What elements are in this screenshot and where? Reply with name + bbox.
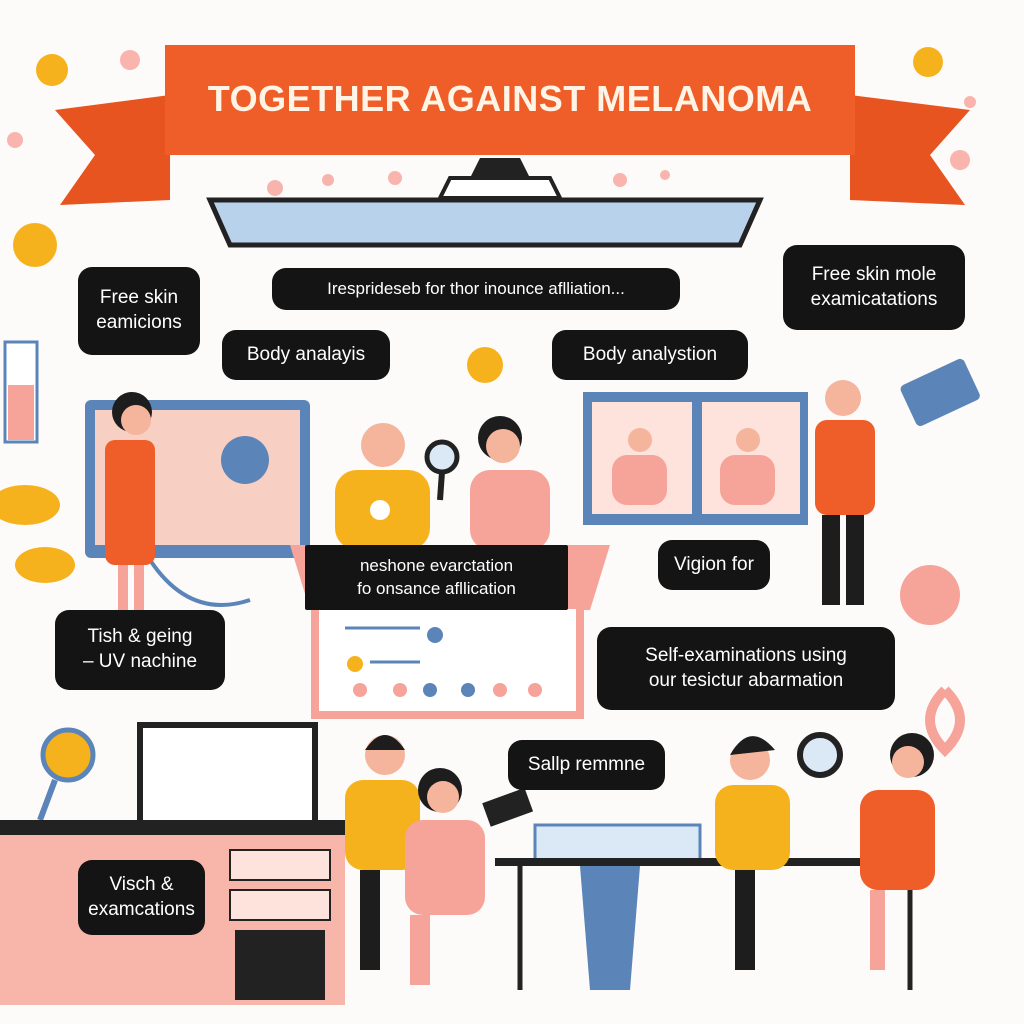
man-figure: [335, 423, 430, 550]
bubble-top-center: Iresprideseb for thor inounce aflliation…: [272, 268, 680, 310]
lamp-bar: [206, 158, 764, 248]
bubble-free-skin-right: Free skin mole examicatations: [783, 245, 965, 330]
bubble-text: fo onsance afllication: [357, 578, 516, 598]
man-right-figure: [815, 380, 875, 605]
bubble-body-analysis-right: Body analystion: [552, 330, 748, 380]
bubble-text: Tish & geing: [87, 626, 193, 648]
banner-title: TOGETHER AGAINST MELANOMA: [207, 78, 813, 119]
bubble-uv: Tish & geing – UV nachine: [55, 610, 225, 690]
bubble-text: our tesictur abarmation: [648, 669, 844, 691]
bubble-text: examcations: [88, 898, 195, 920]
table-right: [495, 732, 935, 990]
bubble-text: Free skin mole: [811, 263, 937, 285]
bubble-text: eamicions: [96, 312, 182, 333]
bubble-text: Visch &: [109, 873, 174, 895]
bubble-visch: Visch & examcations: [78, 860, 205, 935]
right-screen: [583, 392, 808, 525]
bubble-text: neshone evarctation: [359, 556, 514, 576]
bubble-text: Free skin: [99, 287, 179, 309]
bubble-text: examicatations: [810, 288, 938, 310]
bubble-vision: Vigion for: [658, 540, 770, 590]
banner-ribbon: [55, 45, 970, 205]
bubble-text: Self-examinations using: [645, 644, 847, 666]
bubble-sallp: Sallp remmne: [508, 740, 665, 790]
bubble-text: – UV nachine: [82, 651, 198, 672]
woman-figure: [105, 392, 155, 620]
sun-icon: [13, 47, 943, 383]
people-left: [345, 735, 534, 985]
woman-magnifier-figure: [424, 416, 550, 550]
bubble-free-skin-left: Free skin eamicions: [78, 267, 200, 355]
bubble-self-exam: Self-examinations using our tesictur abar…: [597, 627, 895, 710]
bubble-body-analysis-left: Body analayis: [222, 330, 390, 380]
